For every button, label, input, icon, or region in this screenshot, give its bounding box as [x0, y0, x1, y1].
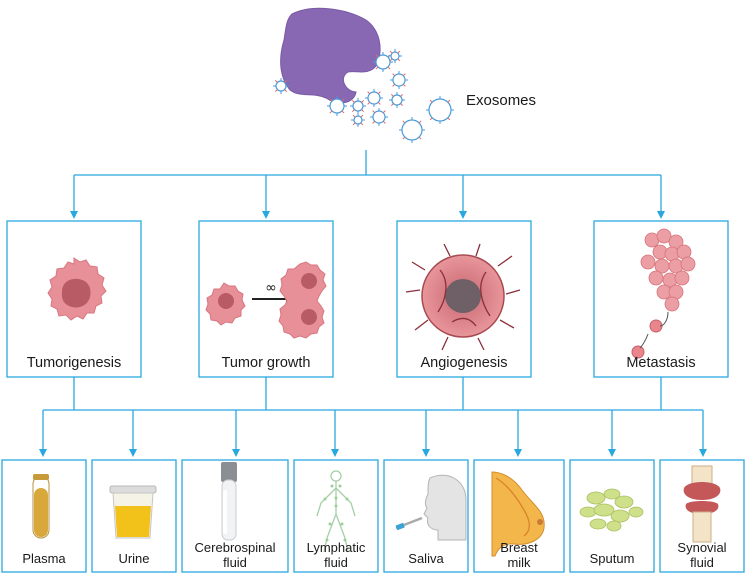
lymphatic-system-icon — [316, 470, 356, 553]
exosome-vesicle-icon — [353, 115, 363, 125]
vascularized-tumor-icon — [405, 243, 521, 351]
source-label-sputum: Sputum — [589, 551, 635, 566]
category-label-tumorigenesis: Tumorigenesis — [26, 355, 122, 371]
category-label-angiogenesis: Angiogenesis — [420, 355, 508, 371]
source-label-plasma: Plasma — [22, 551, 66, 566]
breast-icon — [491, 471, 545, 557]
category-box-metastasis — [593, 220, 729, 378]
exosome-vesicle-icon — [375, 54, 391, 70]
metastasis-icon — [631, 228, 696, 359]
blood-tube-icon — [32, 474, 50, 539]
exosome-vesicle-icon — [329, 98, 345, 114]
source-label-urine: Urine — [118, 551, 150, 566]
exosome-vesicle-icon — [401, 119, 423, 141]
tumor-cell-icon — [47, 257, 107, 321]
category-label-metastasis: Metastasis — [626, 355, 696, 371]
bottom-connectors — [39, 377, 707, 457]
csf-tube-icon — [221, 462, 237, 541]
exosome-vesicle-icon — [372, 110, 386, 124]
exosome-cell-illustration — [273, 7, 454, 143]
exosome-vesicle-icon — [428, 98, 452, 122]
cell-body-icon — [280, 7, 381, 104]
infinity-symbol: ∞ — [265, 280, 277, 296]
exosome-vesicle-icon — [392, 73, 406, 87]
top-connectors — [70, 150, 665, 219]
source-label-saliva: Saliva — [408, 551, 444, 566]
knee-joint-icon — [683, 465, 721, 543]
exosome-particles — [273, 49, 454, 143]
category-boxes — [6, 220, 729, 378]
cell-division-icon — [205, 261, 327, 339]
exosome-vesicle-icon — [352, 100, 364, 112]
urine-cup-icon — [109, 485, 157, 539]
category-label-tumor-growth: Tumor growth — [221, 355, 311, 371]
sputum-icon — [579, 488, 644, 532]
exosome-vesicle-icon — [390, 51, 400, 61]
exosome-vesicle-icon — [367, 91, 381, 105]
exosome-vesicle-icon — [275, 80, 287, 92]
source-box-lymphatic — [293, 459, 379, 573]
exosome-vesicle-icon — [391, 94, 403, 106]
diagram-title: Exosomes — [466, 92, 536, 109]
saliva-swab-icon — [395, 474, 467, 541]
